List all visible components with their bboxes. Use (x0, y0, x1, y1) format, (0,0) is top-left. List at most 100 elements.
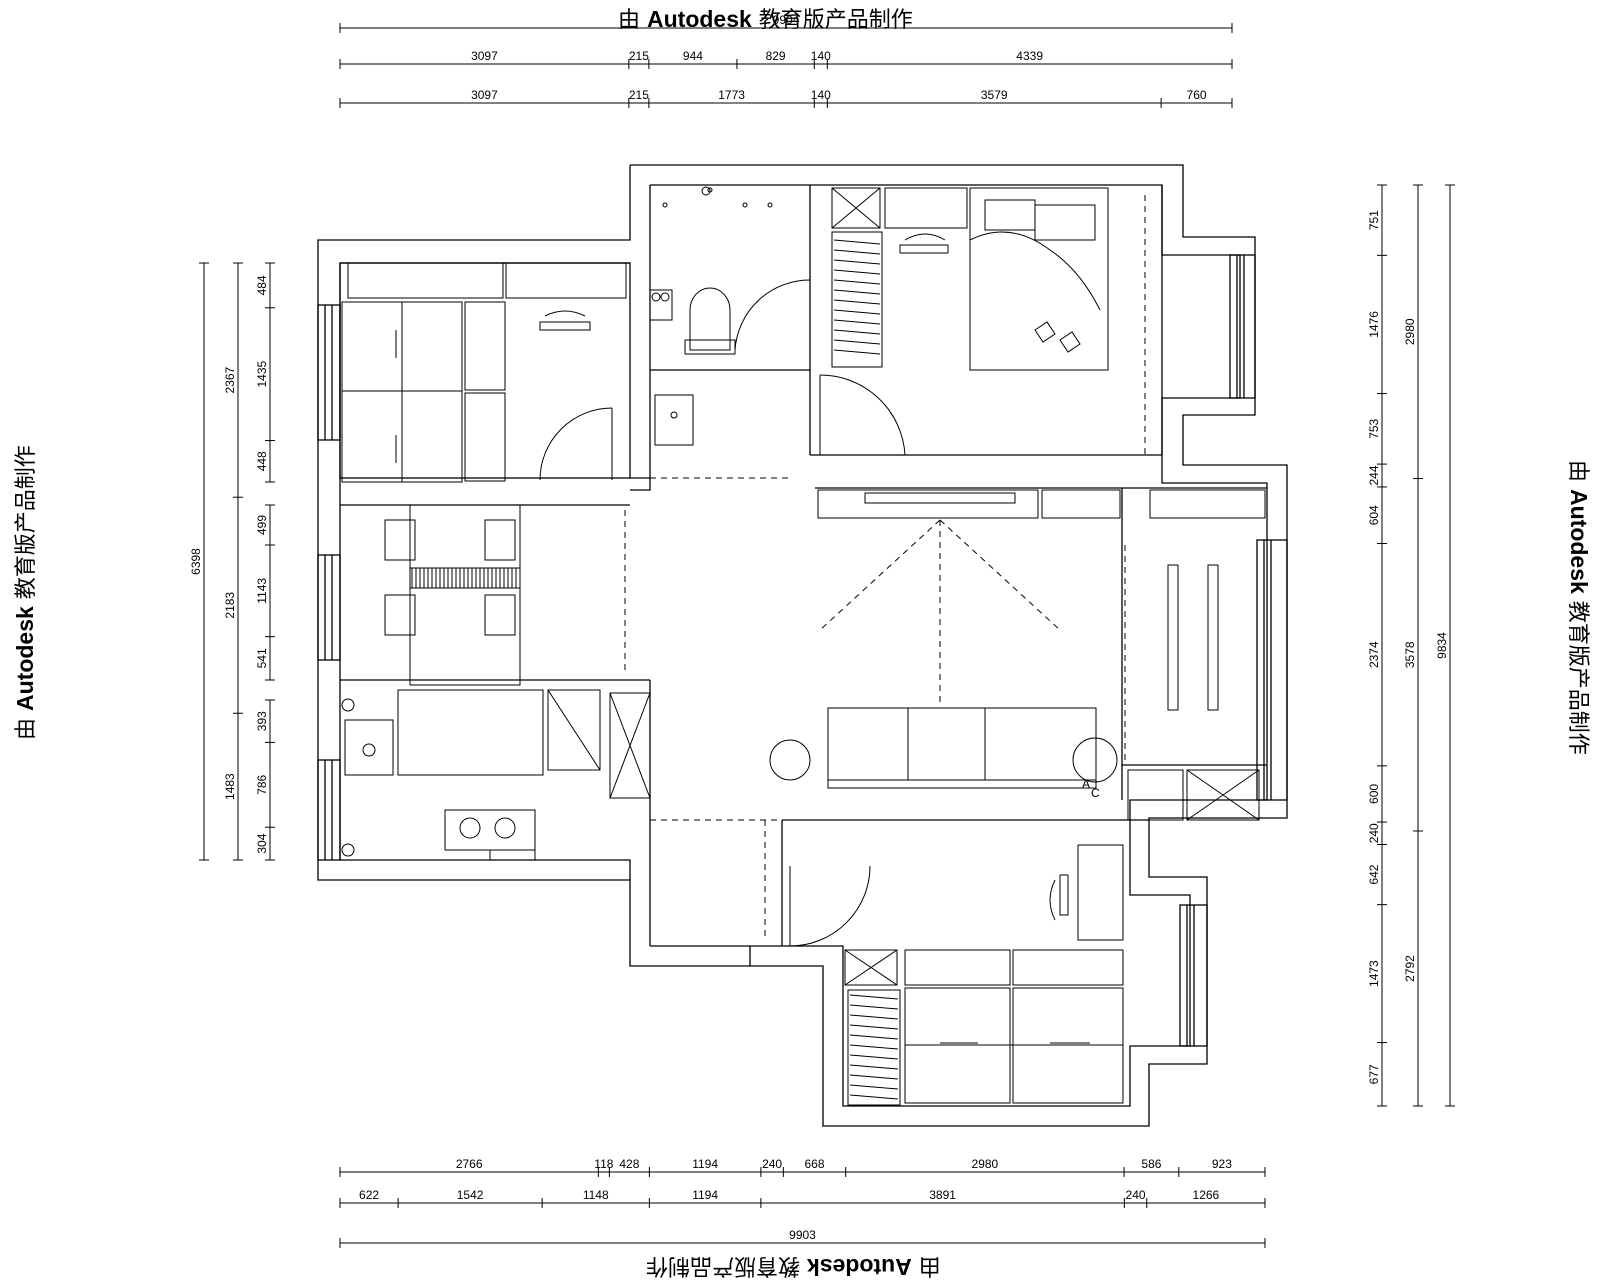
window-right-1 (1256, 539, 1288, 801)
desk-room3 (1077, 844, 1124, 941)
watermark-top: 由 Autodesk 教育版产品制作 (618, 2, 913, 34)
dim-right-mid-label-0: 2980 (1403, 318, 1417, 345)
dim-left-b-label-1: 1143 (255, 578, 269, 604)
window-right-0 (1229, 254, 1256, 399)
dashed-lines (340, 195, 1146, 940)
dim-bottom-total-label-0: 9903 (789, 1228, 816, 1242)
dim-left-c-label-2: 304 (255, 833, 269, 853)
wall-bath-left (630, 185, 651, 491)
dim-top-row3-label-0: 3097 (471, 88, 498, 102)
shower-dot (662, 202, 668, 208)
hanger (833, 319, 881, 325)
dim-left-a-label-1: 1435 (255, 360, 269, 387)
counter (397, 689, 544, 776)
dim-bottom-row2-label-0: 622 (359, 1188, 379, 1202)
hanger (849, 1054, 899, 1060)
dim-bottom-row1-label-2: 428 (619, 1157, 639, 1171)
hanger (849, 1034, 899, 1040)
hanger (849, 1044, 899, 1050)
hanger (833, 239, 881, 245)
dim-top-row3-label-4: 3579 (981, 88, 1008, 102)
desk-bedroom (884, 187, 968, 229)
dim-right-total-label-0: 9834 (1435, 632, 1449, 659)
dim-bottom-row1-label-6: 2980 (972, 1157, 999, 1171)
hanger (849, 1074, 899, 1080)
cabinet-top-left (347, 262, 504, 299)
hanger (833, 309, 881, 315)
dimension-lines (199, 23, 1455, 1248)
nightstand-x (831, 187, 881, 229)
watermark-bottom: 由 Autodesk 教育版产品制作 (646, 1252, 941, 1284)
dim-right-mid-label-2: 2792 (1403, 955, 1417, 982)
hanger (833, 269, 881, 275)
wardrobe-bedroom (831, 231, 883, 368)
dim-bottom-row1-label-1: 118 (594, 1157, 613, 1171)
blanket-line (969, 231, 1101, 311)
ac-label-a: A (1082, 777, 1090, 791)
watermark-brand: Autodesk (647, 6, 752, 32)
wall-left-inner (339, 263, 631, 880)
dim-right-inner-label-8: 642 (1367, 864, 1381, 884)
kitchen-item (341, 698, 355, 712)
chair (484, 594, 516, 636)
dim-left-b-label-0: 499 (255, 515, 269, 535)
sink-drain (670, 411, 678, 419)
watermark-prefix: 由 (1565, 460, 1590, 489)
dim-left-mid-label-1: 2183 (223, 592, 237, 619)
door-arc-bath (734, 279, 811, 351)
dim-bottom-row2-label-2: 1148 (583, 1188, 609, 1202)
dim-right-mid-label-1: 3578 (1403, 641, 1417, 668)
dim-left-mid-label-2: 1483 (223, 773, 237, 800)
walls (317, 164, 1288, 1127)
dim-right-inner-label-0: 751 (1367, 210, 1381, 230)
dim-left-a-label-2: 448 (255, 451, 269, 471)
hanger (849, 1094, 899, 1100)
watermark-brand: Autodesk (12, 606, 38, 711)
dim-top-row3-label-2: 1773 (718, 88, 745, 102)
dim-bottom-row2-label-3: 1194 (692, 1188, 718, 1202)
fridge (547, 689, 601, 771)
drawer-bottom (904, 949, 1011, 986)
dim-right-inner-label-4: 604 (1367, 505, 1381, 525)
dim-left-b-label-2: 541 (255, 648, 269, 668)
bath-item (649, 289, 673, 321)
stove-panel (489, 849, 536, 861)
window-left-1 (317, 554, 341, 661)
study-room-box (339, 262, 631, 479)
watermark-brand: Autodesk (807, 1254, 912, 1280)
dim-bottom-row1-label-4: 240 (762, 1157, 782, 1171)
dim-left-mid-label-0: 2367 (223, 366, 237, 393)
dim-right-inner-label-2: 753 (1367, 418, 1381, 438)
dim-bottom-row2-label-5: 240 (1126, 1188, 1146, 1202)
ac-label-c: C (1091, 786, 1100, 800)
dash-ceiling (939, 519, 1061, 631)
wardrobe-hangers (847, 989, 901, 1106)
watermark-suffix: 教育版产品制作 (14, 445, 39, 607)
door-arc-study (539, 407, 613, 481)
kitchen-drain (362, 743, 376, 757)
dim-right-inner-label-7: 240 (1367, 823, 1381, 843)
dash-ceiling (819, 519, 941, 631)
side-table-left (769, 739, 811, 781)
cabinet-living (1041, 489, 1121, 519)
toilet-tank (684, 339, 736, 355)
hanger (849, 1014, 899, 1020)
hanger (833, 259, 881, 265)
dim-right-inner-label-10: 677 (1367, 1064, 1381, 1084)
dim-right-inner-label-1: 1476 (1367, 311, 1381, 338)
chair (484, 519, 516, 561)
dim-bottom-row1-label-5: 668 (804, 1157, 824, 1171)
chair (384, 594, 416, 636)
kitchen-item (341, 843, 355, 857)
dim-top-row2-label-5: 4339 (1016, 49, 1043, 63)
nightstand-bottom (844, 949, 898, 986)
watermark-prefix: 由 (911, 1253, 941, 1278)
window-left-2 (317, 759, 341, 861)
wardrobe-col-bottom (464, 392, 506, 482)
drawer-bottom (1012, 949, 1124, 986)
inner-wall (650, 184, 1268, 1107)
watermark-suffix: 教育版产品制作 (646, 1253, 807, 1278)
shower-dot (767, 202, 773, 208)
door-arc-bedroom (819, 374, 906, 456)
sink-bath (654, 394, 694, 446)
